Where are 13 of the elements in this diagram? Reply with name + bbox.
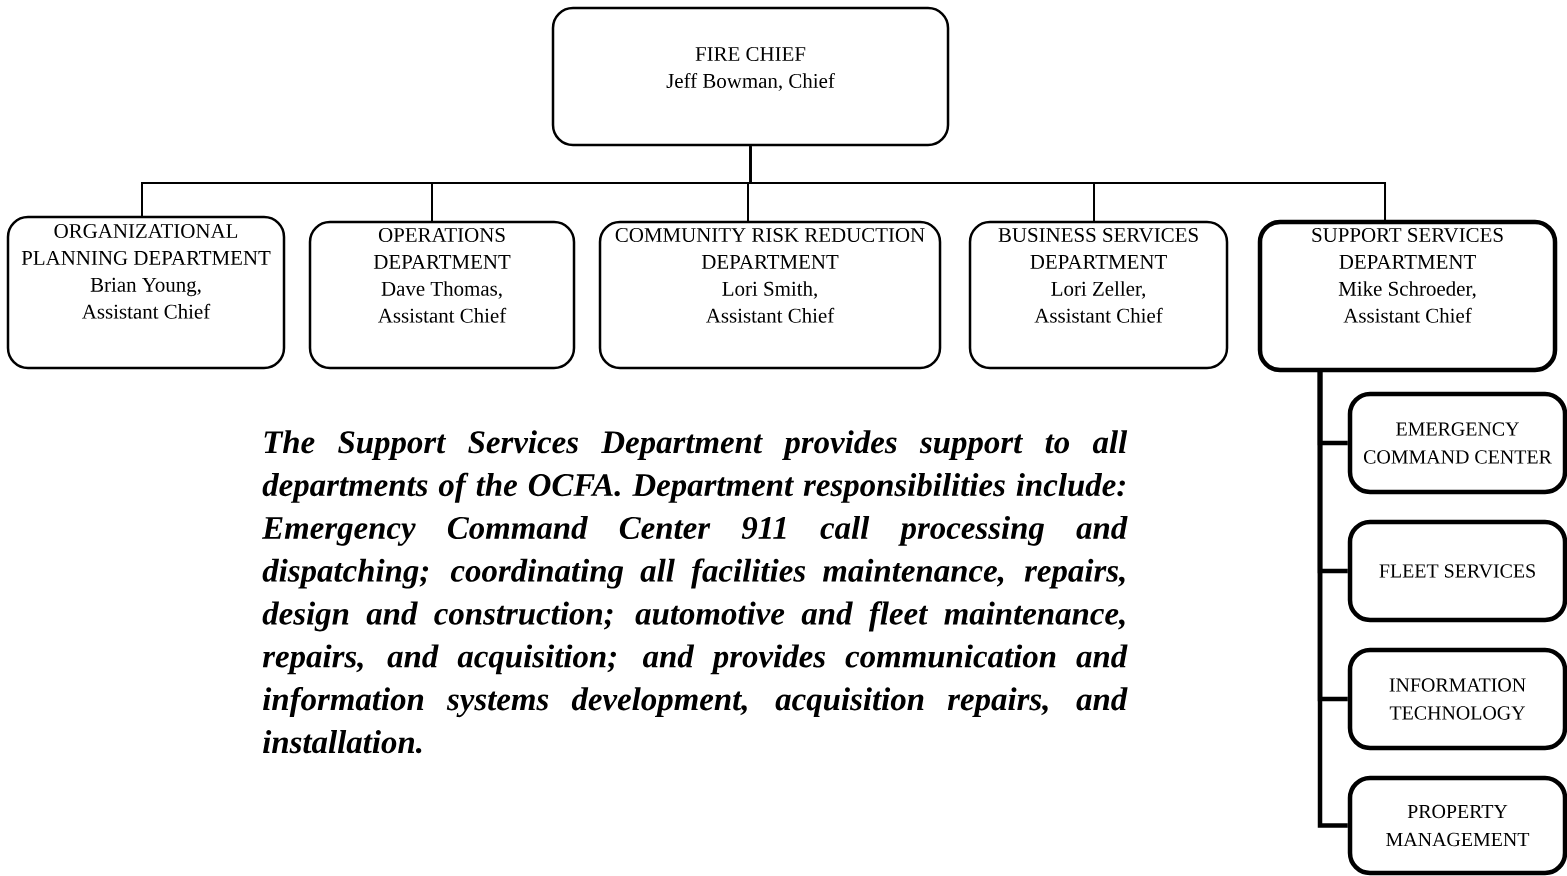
- department-box: BUSINESS SERVICES DEPARTMENT Lori Zeller, Assistant Chief: [968, 220, 1229, 370]
- unit-box: INFORMATION TECHNOLOGY: [1347, 647, 1567, 751]
- unit-box: PROPERTY MANAGEMENT: [1347, 775, 1567, 876]
- paragraph-text: The Support Services Department provides support to all departments of the OCFA. Department responsibilities include: Emergency Command Center 911 call processing and dispatching; coordinating all facilities maintenance, repairs, design and construction; automotive and fleet maintenance, repairs, and acquisition; and provides communication and information systems development, acquisition repairs, and installation.: [261, 430, 1128, 754]
- unit-box: FLEET SERVICES: [1347, 519, 1567, 623]
- department-box: ORGANIZATIONAL PLANNING DEPARTMENT Brian Young, Assistant Chief: [6, 215, 286, 370]
- connector-line: [1317, 370, 1348, 828]
- department-box: OPERATIONS DEPARTMENT Dave Thomas, Assistant Chief: [308, 220, 576, 370]
- connector-line: [749, 145, 1386, 223]
- chief-box: FIRE CHIEF Jeff Bowman, Chief: [551, 6, 950, 147]
- unit-box: EMERGENCY COMMAND CENTER: [1347, 391, 1567, 495]
- department-box: SUPPORT SERVICES DEPARTMENT Mike Schroeder, Assistant Chief: [1257, 219, 1558, 373]
- department-box: COMMUNITY RISK REDUCTION DEPARTMENT Lori Smith, Assistant Chief: [598, 220, 942, 370]
